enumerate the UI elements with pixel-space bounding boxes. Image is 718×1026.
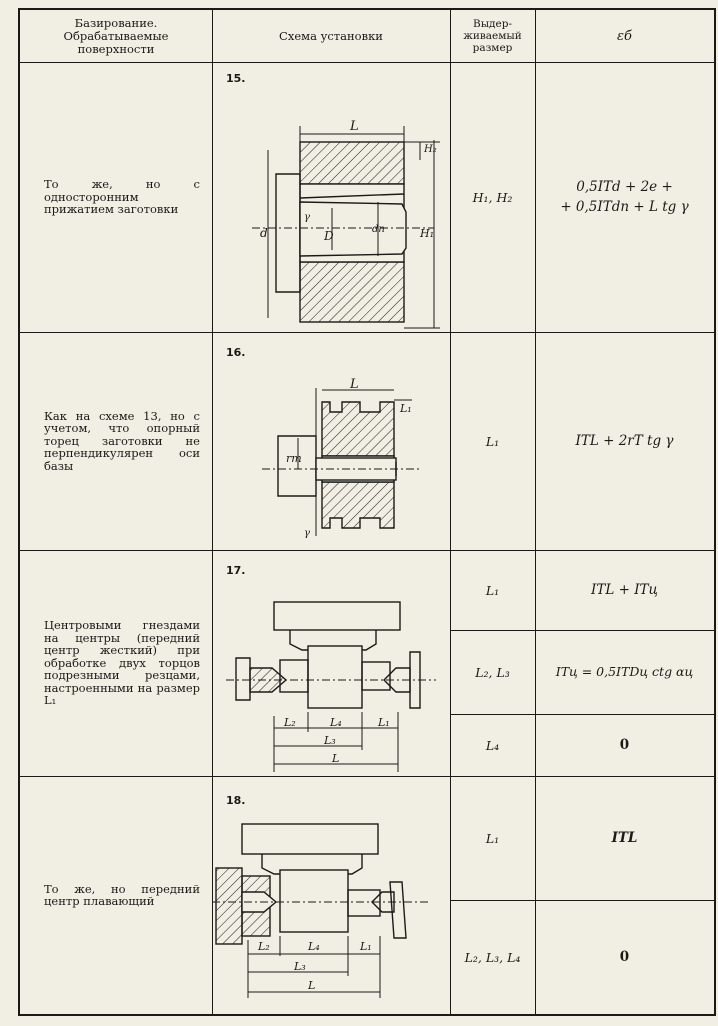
row18-label-L3: L₃	[293, 960, 306, 973]
row17-formula-2: ITц = 0,5ITDц ctg αц	[555, 664, 694, 679]
row18-scheme-number: 18.	[226, 794, 246, 807]
row17-formula-3: 0	[619, 737, 630, 753]
row17-scheme-diagram: L₂ L₄ L₁ L₃ L	[226, 601, 436, 772]
row15-scheme-diagram: L H₂ H₁ d D dп γ	[252, 119, 440, 329]
subrow-divider	[450, 714, 714, 715]
row17-label-L: L	[331, 752, 339, 765]
row18-scheme-diagram: L₂ L₄ L₁ L₃ L	[212, 823, 430, 998]
column-divider	[450, 10, 451, 1014]
row16-description: Как на схеме 13, но с учетом, что опорны…	[44, 408, 200, 473]
row15-label-L: L	[349, 119, 359, 134]
row15-label-dn: dп	[372, 224, 385, 235]
row15-formula: 0,5ITd + 2e + + 0,5ITdп + L tg γ	[535, 62, 714, 332]
row17-dimension-3: L₄	[485, 737, 500, 753]
row18-description: То же, но передний центр плавающий	[44, 881, 200, 908]
row18-label-L1: L₁	[359, 940, 372, 953]
row-divider	[20, 62, 714, 63]
row18-label-L2: L₂	[257, 940, 270, 953]
row17-dimension-1: L₁	[485, 582, 500, 598]
header-dimension: Выдер-живаемый размер	[463, 18, 522, 54]
column-divider	[212, 10, 213, 1014]
row18-label-L: L	[307, 979, 315, 992]
row16-label-L1: L₁	[399, 402, 412, 415]
row18-formula-1: ITL	[611, 830, 638, 846]
row18-dimension-2: L₂, L₃, L₄	[464, 949, 521, 965]
row-divider	[20, 332, 714, 333]
row16-dimension: L₁	[485, 433, 500, 449]
row17-scheme-number: 17.	[226, 564, 246, 577]
row18-dimension-1: L₁	[485, 830, 500, 846]
row17-label-L4: L₄	[329, 716, 342, 729]
row16-label-gamma: γ	[304, 528, 310, 539]
subrow-divider	[450, 900, 714, 901]
subrow-divider	[450, 630, 714, 631]
column-divider	[535, 10, 536, 1014]
row15-formula-line1: 0,5ITd + 2e +	[576, 179, 673, 195]
row15-label-d: d	[260, 226, 268, 240]
row17-label-L1: L₁	[377, 716, 390, 729]
row15-label-H1: H₁	[419, 227, 434, 240]
row15-label-gamma: γ	[304, 212, 310, 223]
row-divider	[20, 776, 714, 777]
row15-scheme-number: 15.	[226, 72, 246, 85]
row18-label-L4: L₄	[307, 940, 320, 953]
row-divider	[20, 550, 714, 551]
header-scheme: Схема установки	[279, 28, 383, 43]
row15-formula-line2: + 0,5ITdп + L tg γ	[560, 199, 689, 215]
row15-dimension: H₁, H₂	[472, 189, 513, 205]
row16-label-rT: rт	[286, 452, 302, 465]
header-basing: Базирование. Обрабатываемые поверхности	[63, 15, 169, 56]
row16-scheme-number: 16.	[226, 346, 246, 359]
row15-label-D: D	[323, 229, 334, 243]
row15-description: То же, но с односторонним прижатием заго…	[44, 177, 200, 217]
row17-formula-1: ITL + ITц	[591, 582, 658, 598]
setup-table: Базирование. Обрабатываемые поверхности …	[18, 8, 716, 1016]
row17-label-L2: L₂	[283, 716, 296, 729]
row17-label-L3: L₃	[323, 734, 336, 747]
row16-scheme-diagram: L L₁ rт γ	[262, 377, 422, 539]
row15-label-H2: H₂	[423, 144, 437, 155]
row17-dimension-2: L₂, L₃	[475, 664, 510, 680]
header-error: εб	[617, 28, 632, 44]
row18-formula-2: 0	[619, 949, 630, 965]
row17-description: Центровыми гнездами на центры (передний …	[44, 618, 200, 708]
row16-formula: ITL + 2rT tg γ	[575, 433, 674, 449]
row16-label-L: L	[349, 377, 359, 392]
